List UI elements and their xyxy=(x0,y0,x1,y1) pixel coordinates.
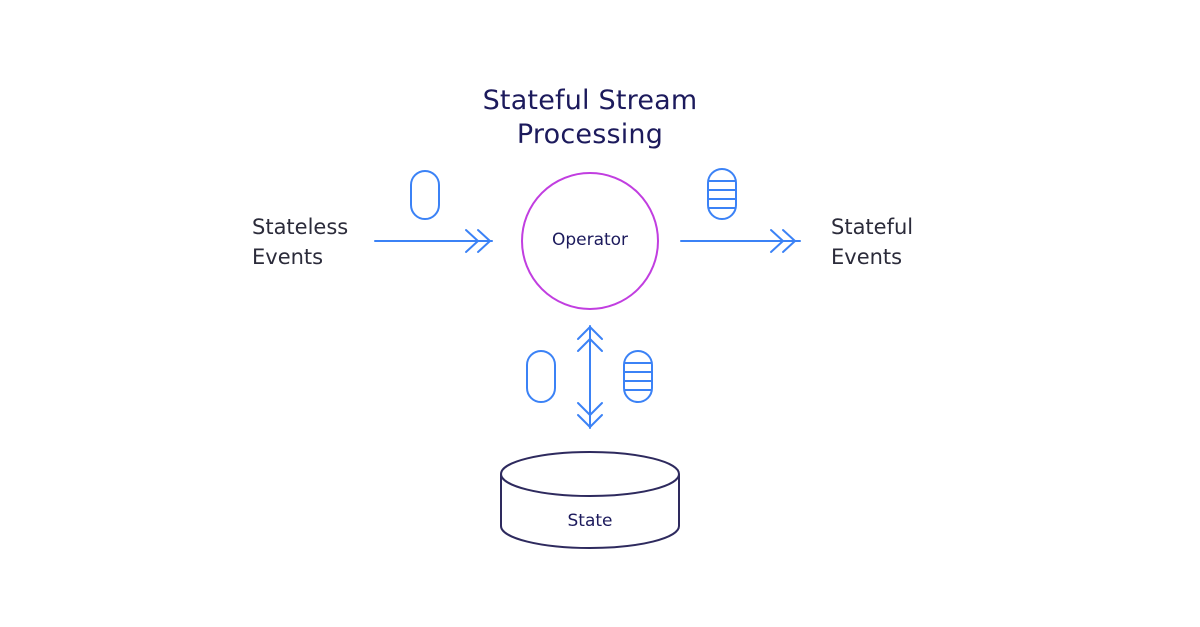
stateless-events-label: Stateless Events xyxy=(252,212,348,272)
stateful-line-1: Stateful xyxy=(831,215,914,239)
stateful-line-2: Events xyxy=(831,245,903,269)
input-arrow xyxy=(374,229,493,253)
stateless-line-1: Stateless xyxy=(252,215,349,239)
stateful-event-token xyxy=(707,168,737,220)
title-line-2: Processing xyxy=(516,119,664,150)
state-label: State xyxy=(567,511,613,531)
stateless-event-token xyxy=(410,170,440,220)
operator-label: Operator xyxy=(551,230,629,250)
stateless-line-2: Events xyxy=(252,245,324,269)
bidirectional-arrow xyxy=(577,325,603,429)
state-store xyxy=(500,451,680,549)
state-event-token-plain xyxy=(526,350,556,403)
diagram-title: Stateful Stream Processing xyxy=(390,84,790,152)
title-line-1: Stateful Stream xyxy=(482,85,698,116)
operator-node xyxy=(521,172,659,310)
stateful-events-label: Stateful Events xyxy=(831,212,913,272)
output-arrow xyxy=(680,229,801,253)
state-event-token-striped xyxy=(623,350,653,403)
